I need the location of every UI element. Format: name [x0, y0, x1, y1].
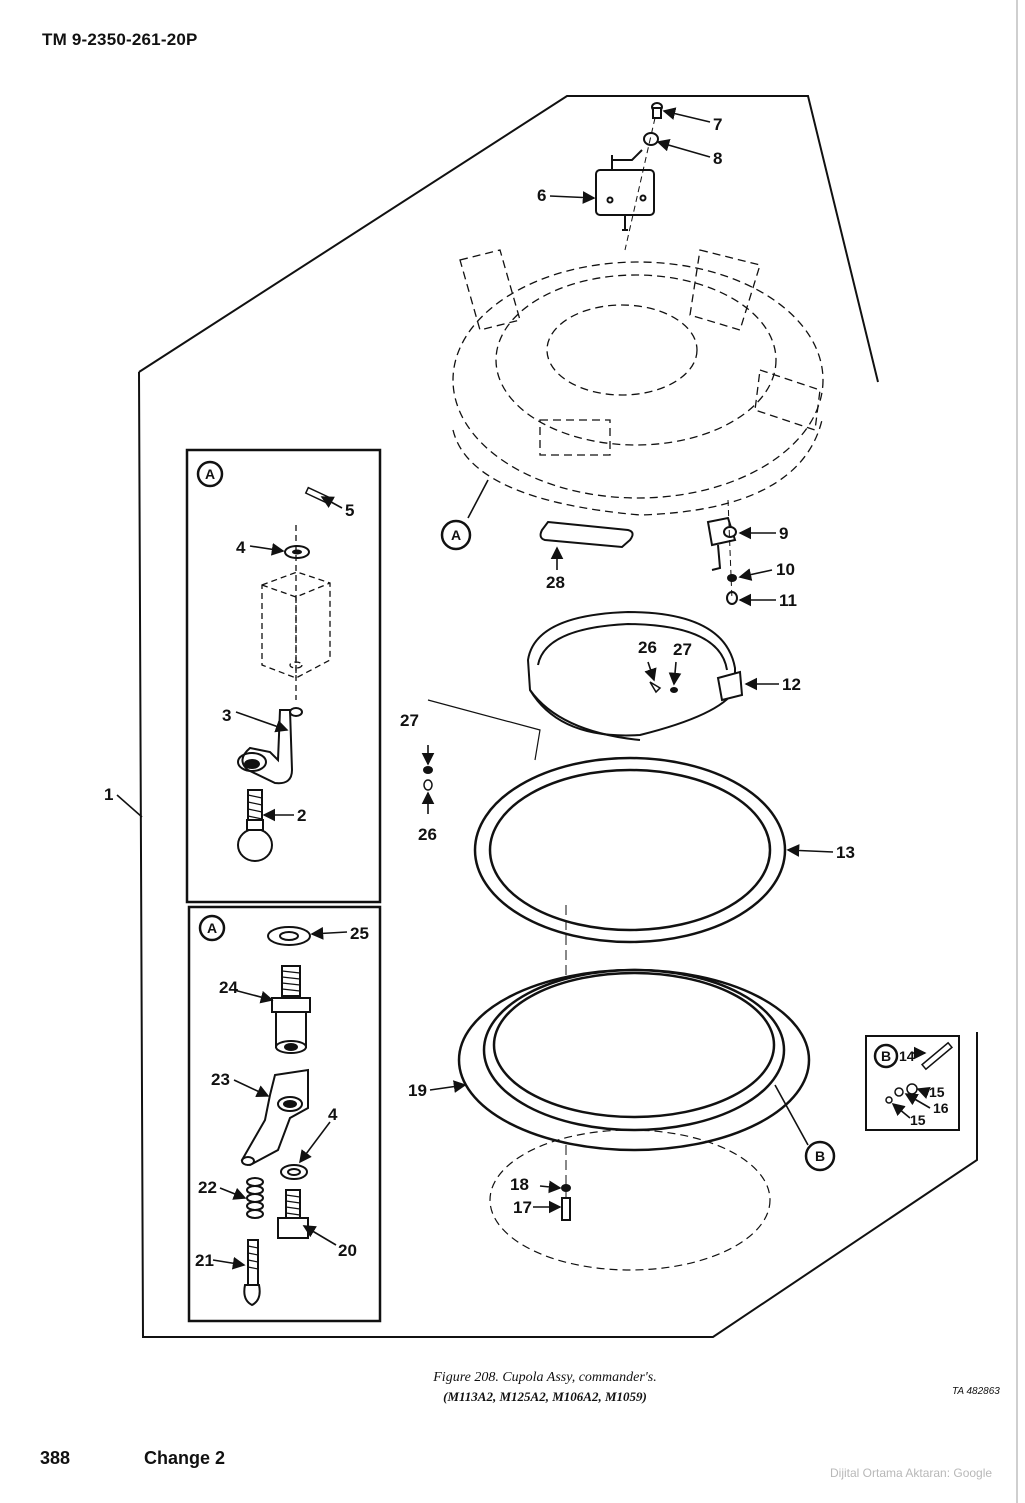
gasket-part-28 — [539, 520, 634, 549]
callout-23: 23 — [211, 1070, 230, 1089]
callout-7: 7 — [713, 115, 722, 134]
washer-part-25 — [267, 926, 311, 946]
detail-b-inset — [865, 1035, 960, 1131]
callout-3: 3 — [222, 706, 231, 725]
detail-tag-a-lower: A — [198, 914, 226, 942]
svg-text:B: B — [881, 1048, 891, 1064]
callout-18: 18 — [510, 1175, 529, 1194]
screw-part-26-lower — [423, 779, 433, 791]
nut-part-7 — [651, 102, 663, 119]
scan-watermark: Dijital Ortama Aktaran: Google — [830, 1466, 993, 1480]
screw-part-17 — [561, 1197, 571, 1221]
callout-13: 13 — [836, 843, 855, 862]
callout-24: 24 — [219, 978, 238, 997]
svg-text:A: A — [207, 920, 217, 936]
pin-part-5 — [304, 486, 330, 504]
detail-tag-a-main: A — [440, 519, 472, 551]
callout-28: 28 — [546, 573, 565, 592]
callout-5: 5 — [345, 501, 354, 520]
lower-phantom — [489, 1129, 771, 1271]
ring-part-19 — [457, 968, 811, 1152]
detail-a-inset-lower — [187, 905, 382, 1323]
caption-title: Figure 208. Cupola Assy, commander's. — [433, 1370, 657, 1385]
art-number: TA 482863 — [952, 1386, 1000, 1397]
washer-part-18 — [561, 1184, 571, 1192]
callout-15-a: 15 — [929, 1084, 945, 1100]
callout-15-b: 15 — [910, 1112, 926, 1128]
cupola-phantom — [452, 249, 824, 516]
callout-4-upper: 4 — [236, 538, 246, 557]
change-number: Change 2 — [144, 1448, 226, 1468]
washer-part-4 — [284, 545, 310, 559]
washer-part-4b — [280, 1164, 308, 1180]
callout-8: 8 — [713, 149, 722, 168]
detail-b-parts — [885, 1041, 954, 1104]
figure-caption: Figure 208. Cupola Assy, commander's. (M… — [380, 1368, 710, 1406]
callout-27-lower: 27 — [400, 711, 419, 730]
washer-part-8 — [643, 132, 659, 146]
callout-10: 10 — [776, 560, 795, 579]
callout-12: 12 — [782, 675, 801, 694]
figure-outline — [138, 95, 978, 1338]
ring-part-13 — [473, 756, 787, 944]
washer-part-27-lower — [423, 766, 433, 774]
callout-27-upper: 27 — [673, 640, 692, 659]
page-number: 388 — [40, 1448, 71, 1468]
callout-leaders — [212, 107, 931, 1270]
arm-part-23 — [240, 1068, 309, 1167]
detail-tag-a-upper: A — [196, 460, 224, 488]
svg-text:A: A — [451, 527, 461, 543]
callout-21: 21 — [195, 1251, 214, 1270]
callout-16: 16 — [933, 1100, 949, 1116]
callout-11: 11 — [779, 591, 797, 610]
light-centerline — [624, 117, 656, 251]
valve-centerline — [727, 499, 733, 601]
screw-part-26-upper — [649, 681, 662, 694]
ring-part-12 — [526, 610, 744, 741]
bracket-part-3 — [237, 707, 303, 785]
washer-part-10 — [727, 574, 737, 582]
callout-9: 9 — [779, 524, 788, 543]
fitting-part-24 — [271, 965, 311, 1054]
callout-6: 6 — [537, 186, 546, 205]
leader-27-26 — [427, 699, 541, 761]
detail-tag-b-main: B — [804, 1140, 836, 1172]
callout-26-lower: 26 — [418, 825, 437, 844]
callout-26-upper: 26 — [638, 638, 657, 657]
callout-1: 1 — [104, 785, 113, 804]
bolt-part-2 — [237, 789, 273, 862]
callout-14: 14 — [899, 1048, 915, 1064]
valve-part-9 — [706, 516, 737, 571]
document-number: TM 9-2350-261-20P — [42, 30, 198, 49]
callout-4-lower: 4 — [328, 1105, 338, 1124]
spring-part-22 — [246, 1177, 264, 1219]
callout-25: 25 — [350, 924, 369, 943]
page-edge — [1016, 0, 1018, 1503]
block-phantom — [261, 525, 331, 700]
washer-part-27-upper — [670, 687, 678, 693]
callout-2: 2 — [297, 806, 306, 825]
callout-20: 20 — [338, 1241, 357, 1260]
caption-models: (M113A2, M125A2, M106A2, M1059) — [443, 1389, 647, 1404]
pin-part-21 — [243, 1239, 261, 1307]
detail-a-inset-upper — [185, 448, 382, 904]
screw-part-20 — [277, 1189, 309, 1239]
svg-text:B: B — [815, 1148, 825, 1164]
light-part-6 — [595, 149, 655, 231]
detail-tag-b-inset: B — [873, 1043, 899, 1069]
callout-22: 22 — [198, 1178, 217, 1197]
svg-text:A: A — [205, 466, 215, 482]
callout-leaders-plain — [116, 479, 809, 1146]
callout-17: 17 — [513, 1198, 532, 1217]
callout-19: 19 — [408, 1081, 427, 1100]
